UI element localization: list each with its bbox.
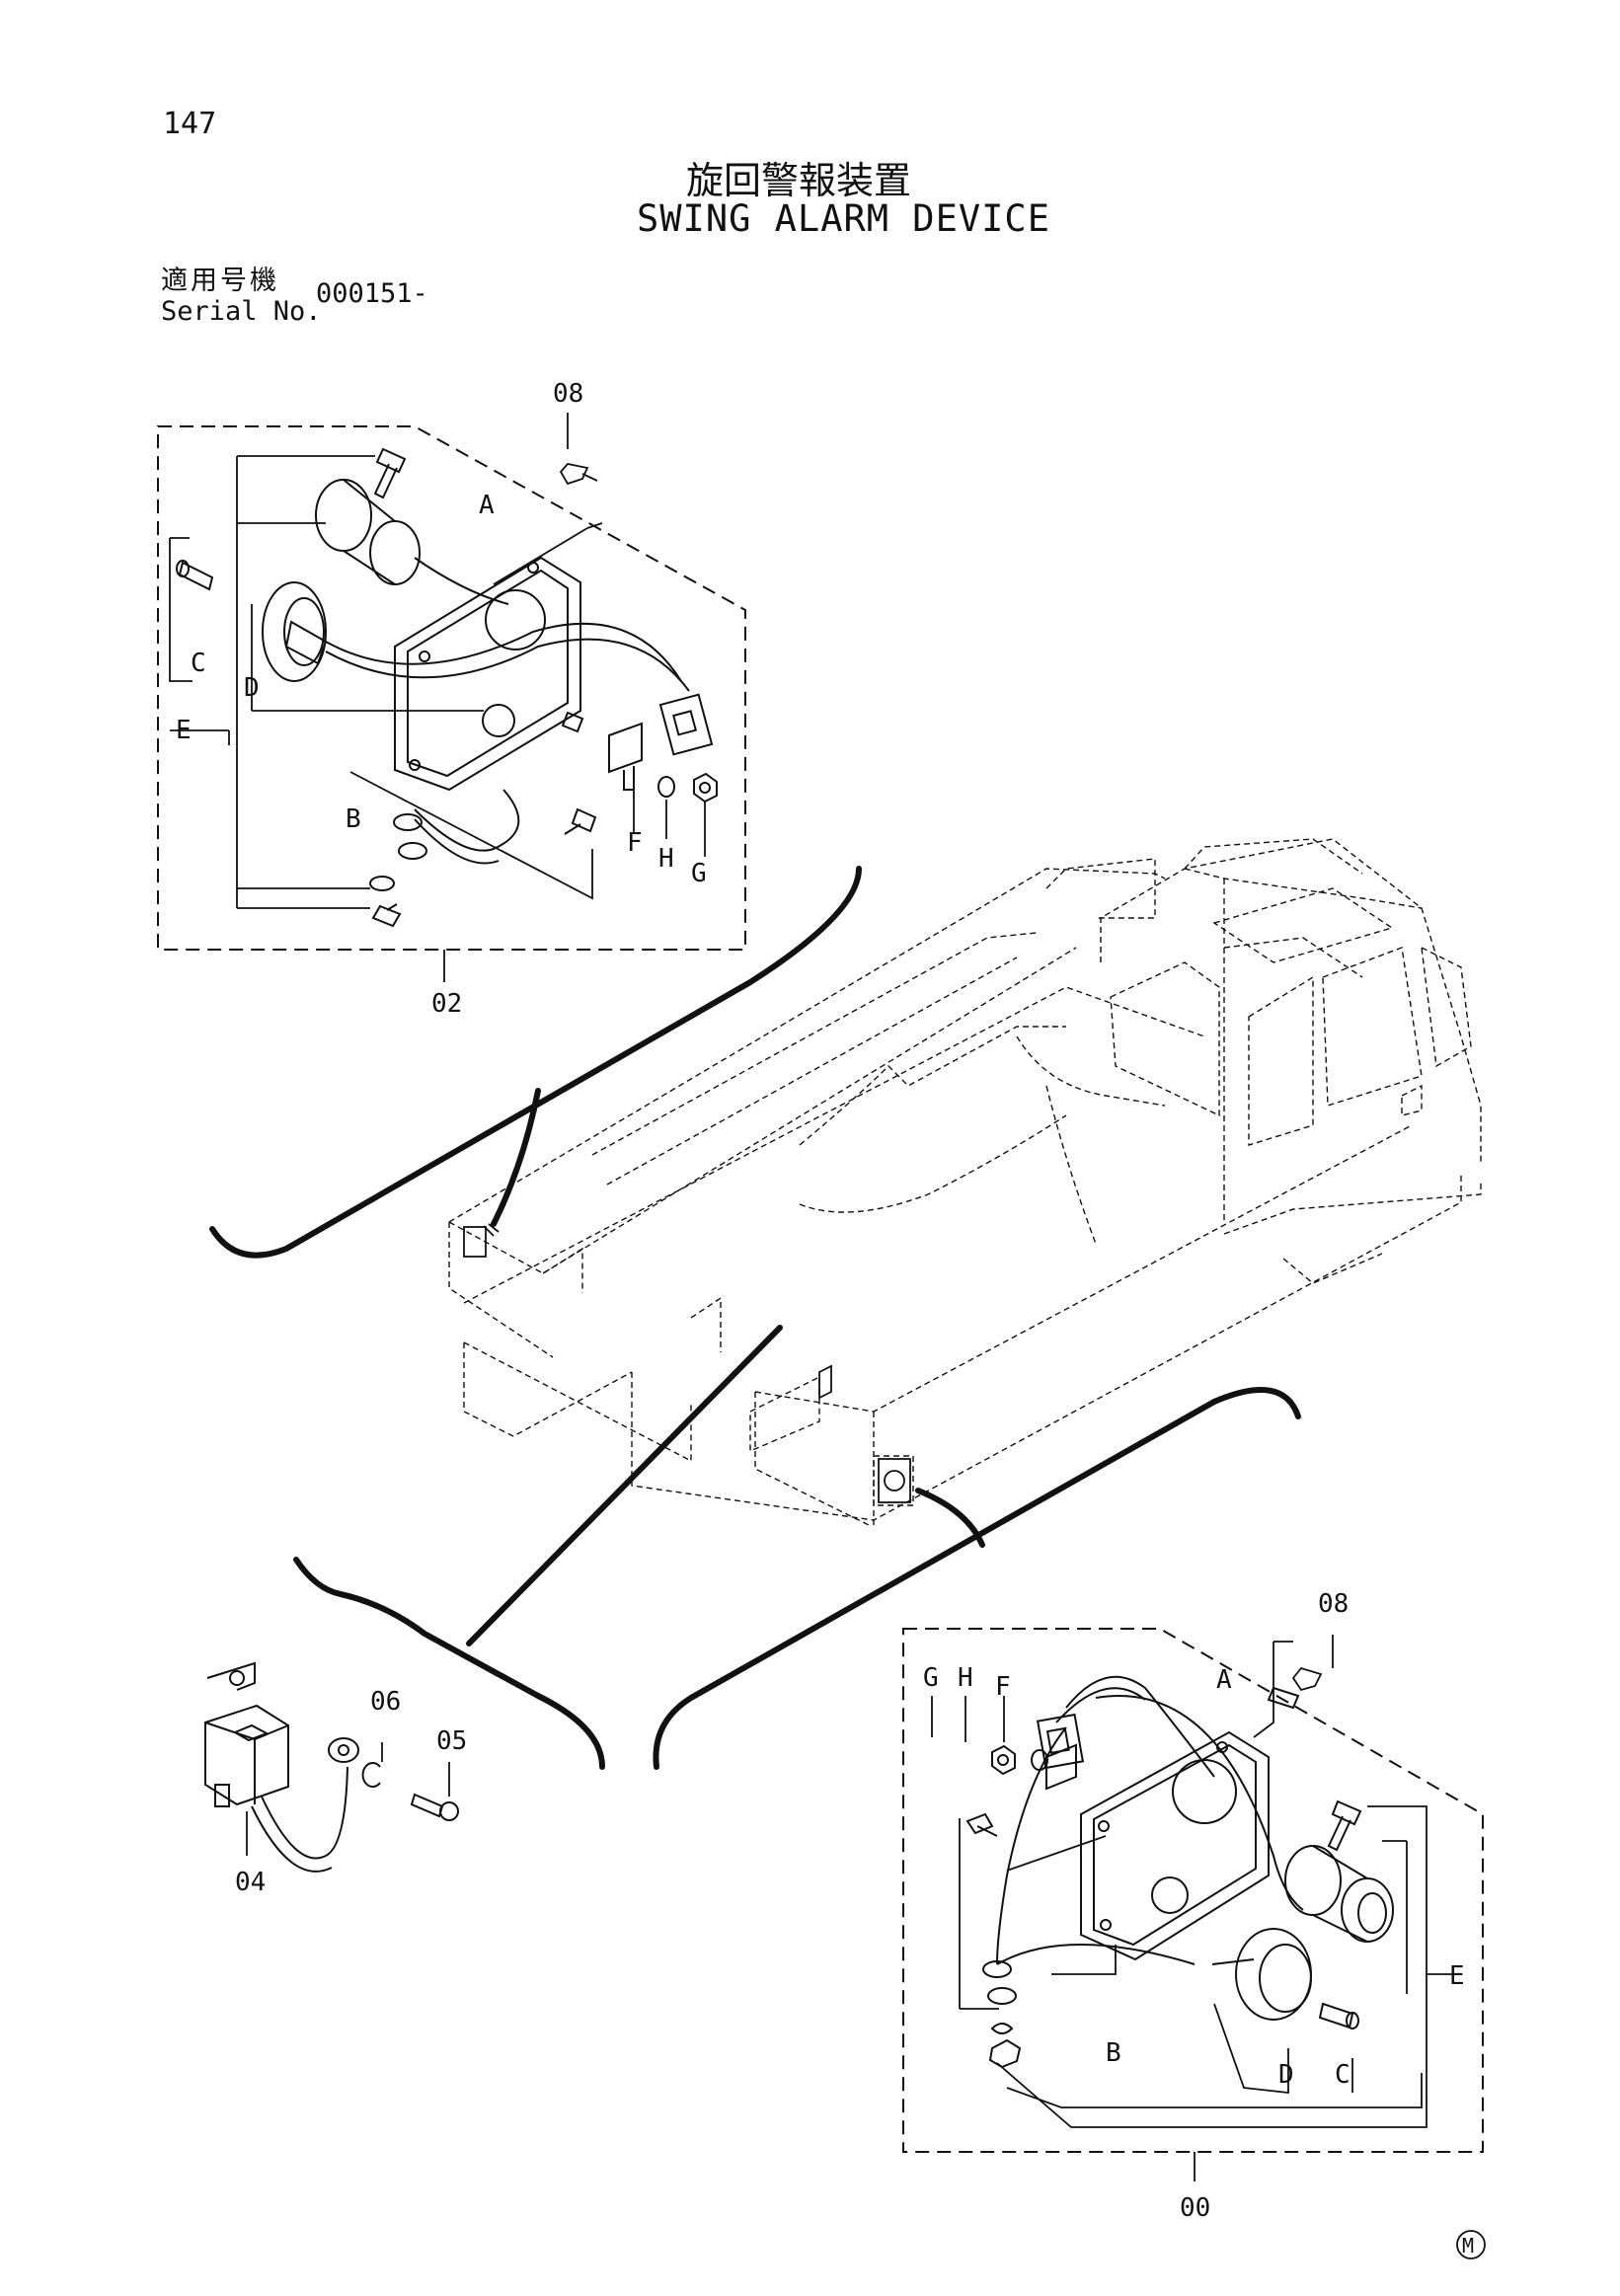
label-bottom-a: A — [1216, 1665, 1232, 1695]
machine-outline — [448, 838, 1482, 1526]
top-small-parts — [369, 711, 718, 928]
label-top-d: D — [244, 673, 260, 703]
label-top-h: H — [658, 844, 674, 874]
top-screw — [373, 447, 407, 499]
label-bottom-b: B — [1106, 2038, 1121, 2068]
relay-callout: 04 — [235, 1868, 266, 1897]
label-bottom-c: C — [1335, 2060, 1350, 2090]
page-title: SWING ALARM DEVICE — [637, 197, 1050, 240]
label-top-c: C — [191, 649, 206, 678]
bottom-small-parts — [965, 1686, 1300, 2069]
label-top-a: A — [479, 491, 495, 520]
serial-label-japanese: 適用号機 — [161, 266, 279, 296]
top-buzzer — [315, 479, 509, 605]
top-stud-bolt — [176, 560, 214, 591]
washer-callout: 06 — [370, 1687, 401, 1717]
serial-number-value: 000151- — [316, 278, 428, 309]
top-detail-group — [157, 413, 746, 982]
top-grommet — [262, 581, 328, 682]
label-bottom-h: H — [958, 1663, 973, 1693]
top-leader-lines — [169, 413, 706, 982]
label-bottom-f: F — [995, 1672, 1011, 1702]
machine-component-icons — [463, 1223, 911, 1503]
region-brackets — [209, 866, 1301, 1770]
callout-labels: 08 02 A B C D E F H G 04 06 05 08 00 G H… — [176, 379, 1465, 2223]
bottom-stud-bolt — [1318, 2002, 1359, 2029]
bottom-screw — [1327, 1799, 1362, 1852]
serial-label: Serial No. — [161, 296, 322, 327]
top-wire-harness — [325, 622, 714, 865]
label-bottom-d: D — [1278, 2060, 1294, 2090]
bottom-grommet — [1211, 1928, 1312, 2021]
manufacturer-mark-letter: M — [1462, 2234, 1474, 2258]
manufacturer-mark: M — [1456, 2230, 1486, 2259]
top-bolt-callout: 08 — [553, 379, 583, 409]
bottom-detail-group — [902, 1628, 1484, 2181]
label-bottom-e: E — [1449, 1961, 1465, 1991]
label-top-g: G — [691, 859, 707, 888]
bottom-bracket-plate — [1080, 1730, 1270, 1961]
bottom-detail-dashed-border — [902, 1628, 1484, 2153]
top-bracket-plate — [394, 556, 581, 792]
relay-part — [204, 1661, 459, 1873]
bottom-wire-harness — [982, 1675, 1304, 2005]
label-top-f: F — [627, 828, 643, 858]
bottom-assembly-callout: 00 — [1180, 2193, 1210, 2223]
bottom-leader-lines — [931, 1635, 1459, 2181]
bottom-bolt-callout: 08 — [1318, 1589, 1349, 1619]
top-assembly-callout: 02 — [431, 989, 462, 1019]
page-title-japanese: 旋回警報装置 — [686, 159, 912, 202]
bottom-buzzer — [1284, 1845, 1394, 1943]
label-top-b: B — [346, 804, 361, 834]
label-top-e: E — [176, 716, 192, 745]
screw-callout: 05 — [436, 1726, 467, 1756]
top-detail-dashed-border — [157, 425, 746, 951]
page-number: 147 — [163, 107, 217, 141]
label-bottom-g: G — [923, 1663, 939, 1693]
